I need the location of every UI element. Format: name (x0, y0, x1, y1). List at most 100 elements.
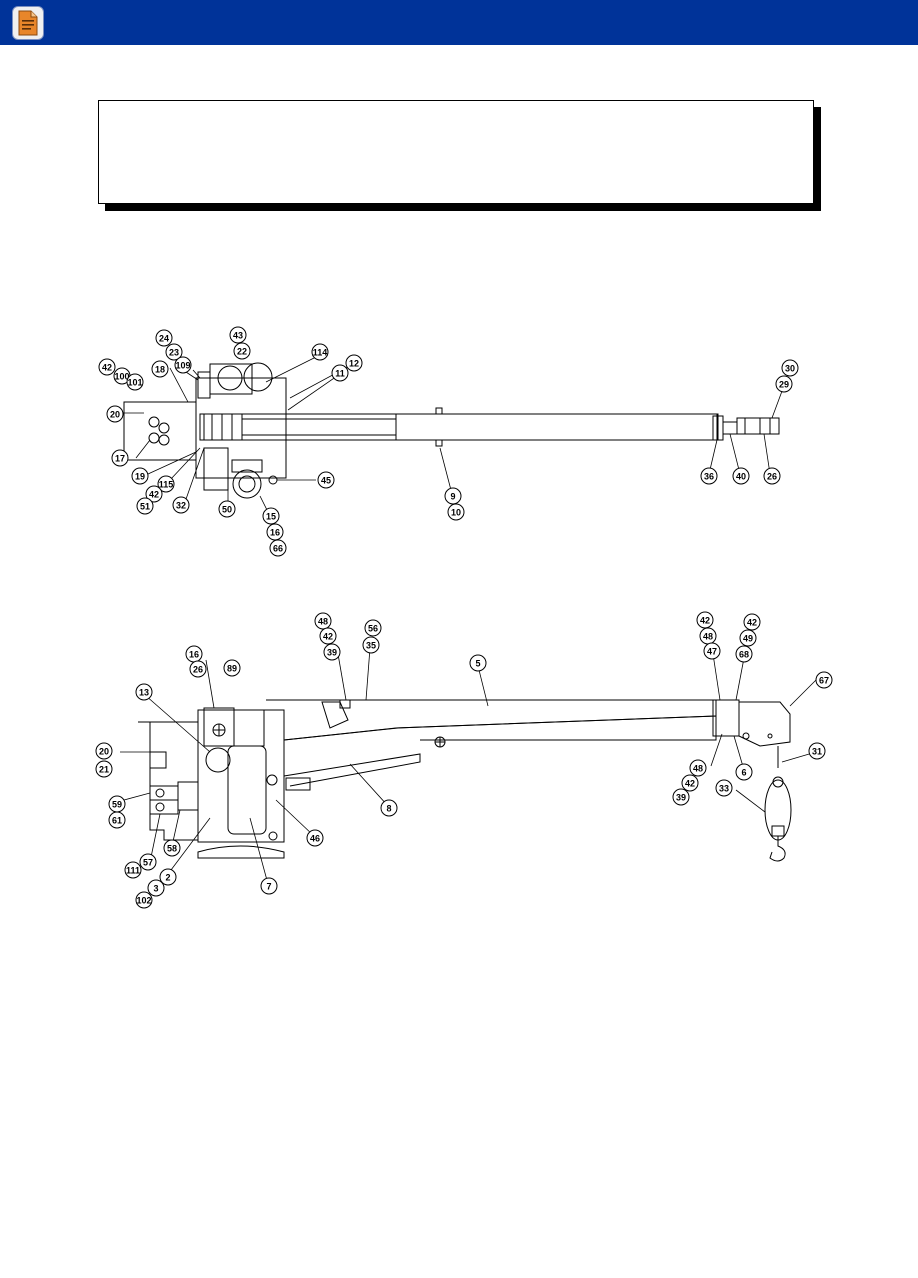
top-view-callout: 36 (700, 467, 718, 485)
side-view-callout: 26 (189, 660, 207, 678)
top-view-callout: 115 (157, 475, 175, 493)
top-view-callout: 23 (165, 343, 183, 361)
side-view-callout: 49 (739, 629, 757, 647)
side-view-callout-label: 20 (99, 747, 109, 757)
hook (769, 836, 786, 862)
app-header-bar (0, 0, 918, 45)
top-view-callout-label: 9 (450, 492, 455, 502)
top-view-callout: 32 (172, 496, 190, 514)
top-view-callout: 50 (218, 500, 236, 518)
side-view-callout: 6 (735, 763, 753, 781)
side-view-callout: 20 (95, 742, 113, 760)
top-view-callout-label: 15 (266, 512, 276, 522)
side-view-callout-label: 2 (165, 873, 170, 883)
side-view-callout-label: 39 (676, 793, 686, 803)
top-view-callout-label: 115 (159, 480, 174, 490)
boom-inner (395, 413, 719, 441)
top-view-callout-label: 29 (779, 380, 789, 390)
side-view-callout-label: 42 (700, 616, 710, 626)
pivot-block (199, 413, 243, 441)
top-view-callout-label: 23 (169, 348, 179, 358)
side-view-callout-label: 16 (189, 650, 199, 660)
side-view-callout-label: 33 (719, 784, 729, 794)
side-view-callout-label: 7 (266, 882, 271, 892)
top-view-callout: 109 (174, 356, 192, 374)
side-view-callout: 42 (319, 627, 337, 645)
side-view-callout-label: 48 (318, 617, 328, 627)
top-view-callout: 40 (732, 467, 750, 485)
top-view-callout: 9 (444, 487, 462, 505)
side-view-callout-label: 39 (327, 648, 337, 658)
side-view-callout-label: 31 (812, 747, 822, 757)
side-view-drawing (138, 699, 792, 862)
side-view-callout: 48 (689, 759, 707, 777)
side-view-callout-label: 6 (741, 768, 746, 778)
top-view-callout-label: 45 (321, 476, 331, 486)
top-view-callout-label: 32 (176, 501, 186, 511)
top-view-callout: 45 (317, 471, 335, 489)
top-view-callout: 24 (155, 329, 173, 347)
top-view-callout: 114 (311, 343, 329, 361)
side-view-callout-label: 59 (112, 800, 122, 810)
top-view-callout-label: 22 (237, 347, 247, 357)
side-view-callout: 3 (147, 879, 165, 897)
top-view-callout-label: 20 (110, 410, 120, 420)
side-view-callout-label: 111 (126, 866, 140, 876)
top-view-callout-label: 11 (335, 369, 345, 379)
side-view-callout: 13 (135, 683, 153, 701)
side-view-callout-label: 42 (685, 779, 695, 789)
top-view-callout: 10 (447, 503, 465, 521)
top-view-callout-label: 10 (451, 508, 461, 518)
top-view-callout: 19 (131, 467, 149, 485)
side-view-callout-label: 58 (167, 844, 177, 854)
side-view-callout: 35 (362, 636, 380, 654)
boom-outer (241, 413, 718, 441)
top-view-callout: 11 (331, 364, 349, 382)
top-view-callout-label: 26 (767, 472, 777, 482)
side-view-callout-label: 102 (136, 896, 151, 906)
side-view-callout: 48 (699, 627, 717, 645)
top-view-callout: 26 (763, 467, 781, 485)
side-view-callout: 89 (223, 659, 241, 677)
top-view-callout-label: 114 (313, 348, 328, 358)
pulley (232, 469, 262, 499)
top-view-callout-label: 12 (349, 359, 359, 369)
side-view-callout: 39 (323, 643, 341, 661)
top-view-callout-label: 43 (233, 331, 243, 341)
winch-motor (203, 447, 229, 491)
top-view-callout: 12 (345, 354, 363, 372)
side-view-callout-label: 13 (139, 688, 149, 698)
side-view-callout-label: 67 (819, 676, 829, 686)
column (197, 709, 285, 843)
side-view-callout: 42 (743, 613, 761, 631)
top-view-callout-label: 42 (149, 490, 159, 500)
side-view-callout: 111 (124, 861, 142, 879)
side-view-callout: 58 (163, 839, 181, 857)
side-view-callout-label: 48 (693, 764, 703, 774)
side-view-callout-label: 21 (99, 765, 109, 775)
side-view-callout: 42 (681, 774, 699, 792)
top-view-callout-label: 19 (135, 472, 145, 482)
side-view-callout: 31 (808, 742, 826, 760)
side-view-callout: 68 (735, 645, 753, 663)
top-view-callout-label: 66 (273, 544, 283, 554)
side-view-callout: 47 (703, 642, 721, 660)
top-view-callout: 16 (266, 523, 284, 541)
document-icon[interactable] (12, 6, 44, 40)
side-view-callout: 59 (108, 795, 126, 813)
top-view-callout-label: 16 (270, 528, 280, 538)
top-view-callout: 15 (262, 507, 280, 525)
side-view-callout-label: 46 (310, 834, 320, 844)
top-view-callout-label: 30 (785, 364, 795, 374)
cylinder-housing (227, 745, 267, 835)
side-view-callout: 102 (135, 891, 153, 909)
side-view-callout: 39 (672, 788, 690, 806)
slewing-gear (205, 747, 231, 773)
side-view-callout-label: 3 (153, 884, 158, 894)
top-view-callout: 20 (106, 405, 124, 423)
top-view-callout-label: 100 (114, 372, 129, 382)
side-view-callout: 33 (715, 779, 733, 797)
hook-block-top (736, 417, 780, 435)
top-view-callout: 101 (126, 373, 144, 391)
